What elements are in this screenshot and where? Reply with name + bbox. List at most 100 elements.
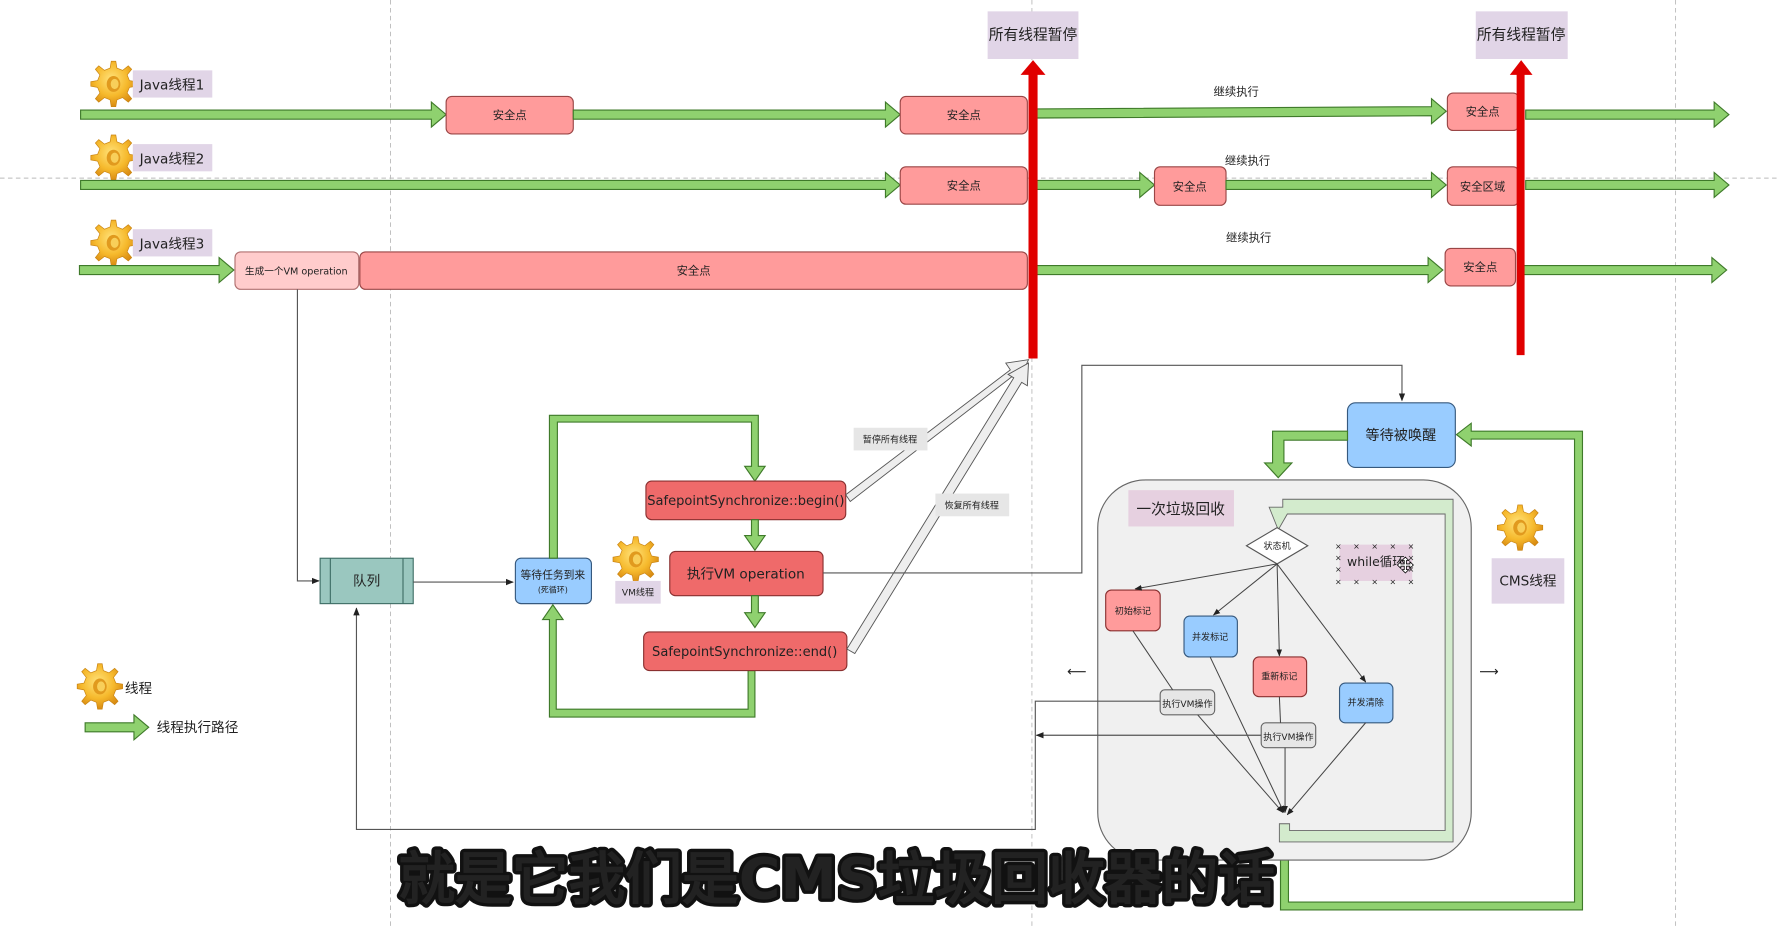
safe-region-label: 安全区域: [1460, 180, 1505, 194]
queue-box[interactable]: 队列: [319, 557, 414, 605]
pause-label: 所有线程暂停: [1477, 27, 1566, 44]
concurrent-mark-label: 并发标记: [1192, 631, 1228, 643]
legend-path-arrow-icon: [84, 713, 150, 742]
pause-all-label-box: [853, 427, 928, 451]
gear-icon: [90, 60, 137, 108]
initial-mark-label: 初始标记: [1115, 605, 1151, 617]
gear-icon: [90, 134, 137, 181]
exec-vm-op-box-1[interactable]: [1159, 689, 1216, 716]
safepoint-box[interactable]: [899, 95, 1028, 135]
while-loop-label: while循环: [1347, 554, 1405, 569]
thread-row-2: Java线程2 安全点 安全点 继续执行 安全区域: [80, 134, 1730, 206]
safepoint-label: 安全点: [947, 178, 981, 192]
concurrent-mark-box[interactable]: [1183, 615, 1238, 658]
svg-text:×: ×: [1335, 565, 1342, 574]
pause-label-box: [987, 11, 1079, 60]
path-arrow: [1034, 256, 1444, 284]
safepoint-long-box[interactable]: [359, 251, 1028, 290]
svg-text:×: ×: [1335, 577, 1342, 586]
video-subtitle: 就是它我们是CMS垃圾回收器的话: [398, 847, 1275, 913]
connector: [353, 607, 1161, 830]
exec-vm-op-label: 执行VM操作: [1263, 731, 1313, 743]
resume-all-label: 恢复所有线程: [945, 499, 999, 511]
resume-all-label-box: [935, 493, 1010, 517]
while-loop-label-box[interactable]: ××××× ××××× ×××× while循环: [1335, 542, 1414, 586]
vm-thread-gear-icon: [612, 536, 659, 583]
safepoint-label: 安全点: [677, 264, 711, 278]
state-machine-diamond[interactable]: [1245, 526, 1309, 565]
path-arrow: [572, 100, 902, 129]
safepoint-box[interactable]: [1444, 247, 1517, 287]
safepoint-label: 安全点: [1173, 180, 1207, 194]
svg-text:×: ×: [1408, 565, 1415, 574]
concurrent-sweep-box[interactable]: [1338, 682, 1394, 724]
svg-text:×: ×: [1335, 554, 1342, 563]
execute-vm-op-label: 执行VM operation: [687, 567, 805, 583]
pause-label-box: [1475, 11, 1568, 60]
path-arrow: [80, 100, 448, 129]
thread-row-3: Java线程3 生成一个VM operation 安全点 继续执行 安全点: [78, 219, 1728, 290]
down-arrow: [743, 519, 767, 552]
svg-text:×: ×: [1353, 542, 1360, 551]
cms-thread-gear-icon: [1496, 504, 1544, 551]
safepoint-label: 安全点: [493, 108, 527, 122]
red-up-arrow: [1509, 60, 1533, 356]
queue-label: 队列: [353, 573, 380, 589]
svg-text:×: ×: [1335, 542, 1342, 551]
svg-text:×: ×: [1371, 577, 1378, 586]
legend-thread-label: 线程: [125, 681, 153, 697]
thread-label-box: [132, 229, 213, 257]
path-arrow: [1522, 256, 1728, 284]
safepoint-begin-box[interactable]: [645, 480, 847, 521]
safepoint-label: 安全点: [1463, 260, 1497, 274]
thread-label: Java线程2: [139, 151, 205, 167]
down-arrow: [743, 595, 767, 629]
path-arrow: [1225, 171, 1448, 199]
safepoint-label: 安全点: [947, 108, 981, 122]
safepoint-label: 安全点: [1466, 105, 1500, 119]
gc-cycle-title-box: [1128, 490, 1234, 527]
generate-vm-op-box[interactable]: [234, 251, 360, 290]
faint-right-arrow-icon: ⟶: [1479, 664, 1499, 680]
loop-arrow-top: [548, 414, 767, 559]
svg-text:×: ×: [1408, 542, 1415, 551]
exec-vm-op-label: 执行VM操作: [1162, 698, 1212, 710]
red-up-arrow: [1020, 60, 1046, 359]
safepoint-box[interactable]: [899, 166, 1028, 205]
vm-thread-label: VM线程: [622, 587, 654, 599]
thread-label: Java线程3: [139, 236, 205, 252]
cms-thread-label-box: [1491, 558, 1565, 604]
path-arrow: [80, 171, 902, 199]
wakeup-down-arrow: [1263, 430, 1349, 479]
state-edges: [1132, 563, 1367, 816]
path-arrow: [1525, 171, 1730, 199]
pause-marker-1: 所有线程暂停: [987, 11, 1079, 359]
path-arrow: [78, 256, 235, 284]
cms-thread-label: CMS线程: [1499, 573, 1557, 589]
wait-task-box[interactable]: 等待任务到来 (死循环): [514, 557, 593, 605]
gear-icon: [90, 219, 137, 267]
wait-task-sub-label: (死循环): [538, 584, 568, 594]
pause-marker-2: 所有线程暂停: [1475, 11, 1568, 356]
svg-text:×: ×: [1371, 542, 1378, 551]
remark-box[interactable]: [1252, 656, 1308, 698]
wait-wakeup-label: 等待被唤醒: [1365, 427, 1436, 444]
while-loop-arrow: [1268, 498, 1454, 843]
move-cursor-icon: [1396, 556, 1414, 574]
state-machine-label: 状态机: [1263, 540, 1290, 552]
pause-label: 所有线程暂停: [989, 27, 1078, 44]
concurrent-sweep-label: 并发清除: [1348, 697, 1384, 709]
thread-label: Java线程1: [139, 78, 205, 94]
safepoint-end-box[interactable]: [643, 631, 848, 672]
legend: 线程 线程执行路径: [76, 663, 239, 742]
continue-label: 继续执行: [1214, 84, 1259, 98]
svg-text:×: ×: [1389, 542, 1396, 551]
faint-left-arrow-icon: ⟵: [1067, 664, 1087, 680]
gc-cycle-title: 一次垃圾回收: [1136, 501, 1225, 518]
execute-vm-op-box[interactable]: [669, 550, 824, 597]
legend-gear-icon: [76, 663, 124, 710]
connector: [823, 364, 1406, 574]
safepoint-begin-label: SafepointSynchronize::begin(): [647, 494, 844, 509]
svg-text:×: ×: [1408, 554, 1415, 563]
